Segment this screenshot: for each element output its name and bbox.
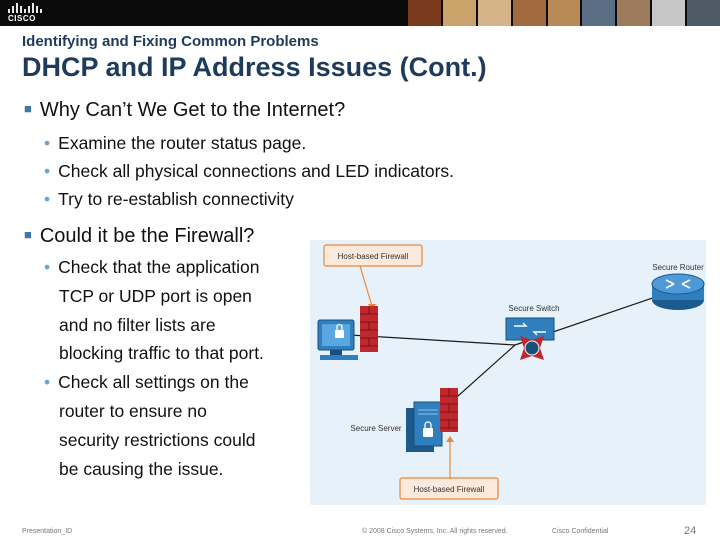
router-icon (651, 273, 705, 310)
bullet-level-1: ■ Why Can’t We Get to the Internet? (24, 99, 345, 122)
bullet-continuation: security restrictions could (59, 430, 256, 450)
bullet-continuation: blocking traffic to that port. (59, 343, 264, 363)
logo-text: CISCO (8, 14, 36, 23)
bullet-continuation: TCP or UDP port is open (59, 286, 252, 306)
bullet-continuation: and no filter lists are (59, 315, 216, 335)
label-secure-router: Secure Router (652, 263, 704, 272)
switch-icon (505, 317, 555, 360)
server-icon (406, 401, 443, 452)
bullet-text: Why Can’t We Get to the Internet? (39, 99, 346, 121)
dot-bullet-icon: • (44, 161, 51, 181)
label-secure-server: Secure Server (350, 424, 401, 433)
brick-firewall-icon (360, 306, 378, 352)
callout-box (323, 244, 423, 267)
dot-bullet-icon: • (44, 257, 51, 277)
slide-subtitle: Identifying and Fixing Common Problems (22, 33, 319, 50)
callout-pointer (359, 265, 373, 307)
square-bullet-icon: ■ (24, 101, 32, 116)
bullet-level-2: • Examine the router status page. (44, 133, 306, 154)
callout-host-firewall-top: Host-based Firewall (338, 252, 409, 261)
bullet-continuation: router to ensure no (59, 401, 207, 421)
photo-strip (408, 0, 720, 26)
slide-title: DHCP and IP Address Issues (Cont.) (22, 52, 487, 82)
firewall-diagram-svg: Host-based Firewall Secure Router (317, 244, 705, 500)
firewall-diagram: Host-based Firewall Secure Router (310, 240, 706, 505)
dot-bullet-icon: • (44, 372, 51, 392)
bullet-continuation: be causing the issue. (59, 459, 224, 479)
footer-copyright: © 2008 Cisco Systems, Inc. All rights re… (362, 528, 508, 535)
footer-presentation-id: Presentation_ID (22, 528, 73, 535)
dot-bullet-icon: • (44, 189, 51, 209)
bullet-text: Could it be the Firewall? (39, 225, 255, 247)
bullet-text: Try to re-establish connectivity (58, 189, 294, 209)
cisco-logo: CISCO (8, 3, 42, 23)
top-banner: CISCO (0, 0, 720, 26)
bullet-level-2: • Try to re-establish connectivity (44, 189, 294, 210)
bullet-text: Check that the application (58, 257, 260, 277)
bullet-level-2: • Check that the application (44, 257, 260, 278)
bullet-level-1: ■ Could it be the Firewall? (24, 225, 254, 248)
bullet-text: Examine the router status page. (58, 133, 307, 153)
brick-firewall-icon (440, 388, 458, 432)
square-bullet-icon: ■ (24, 227, 32, 242)
logo-bars-icon (8, 3, 42, 13)
bullet-text: Check all physical connections and LED i… (58, 161, 455, 181)
bullet-level-2: • Check all settings on the (44, 372, 249, 393)
dot-bullet-icon: • (44, 133, 51, 153)
page-number: 24 (684, 525, 697, 537)
callout-box (399, 477, 499, 500)
label-secure-switch: Secure Switch (508, 304, 559, 313)
pc-icon (317, 319, 358, 360)
arrow-icon (446, 436, 454, 442)
bullet-text: Check all settings on the (58, 372, 249, 392)
footer-classification: Cisco Confidential (552, 528, 609, 535)
callout-host-firewall-bottom: Host-based Firewall (414, 485, 485, 494)
bullet-level-2: • Check all physical connections and LED … (44, 161, 454, 182)
